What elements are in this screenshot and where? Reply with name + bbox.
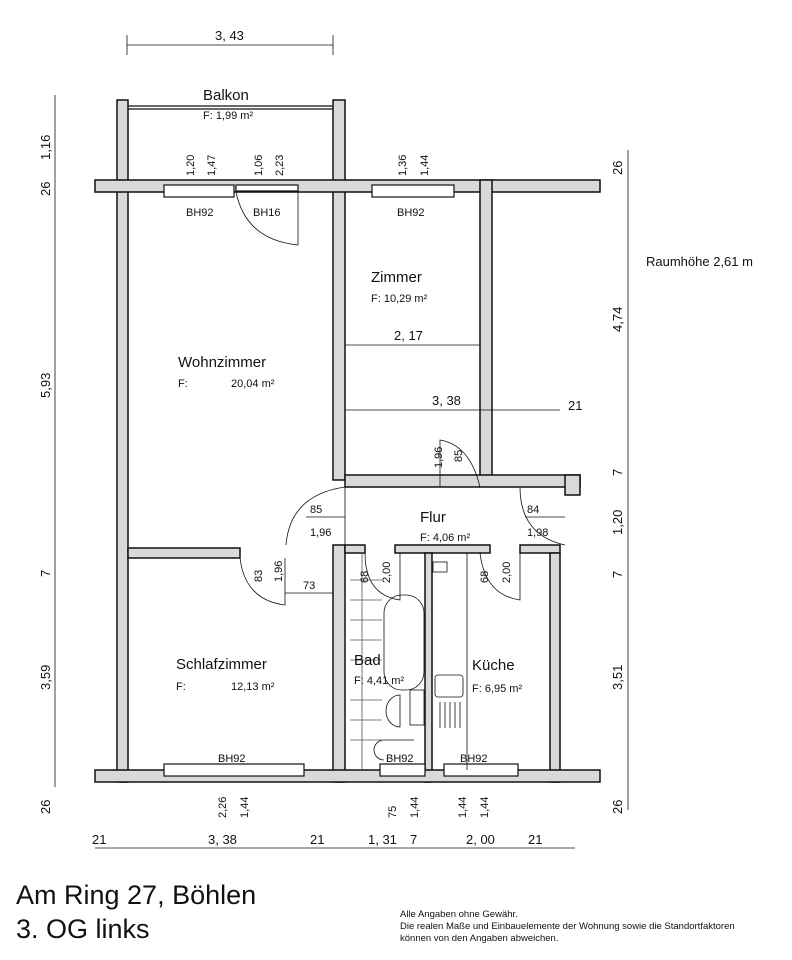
dims-doors: 85 1,96 84 1,98 83 1,96 73 1,96 85 68 2,…: [253, 447, 565, 594]
room-area-kueche: F: 6,95 m²: [472, 683, 522, 695]
dims-left: 1,16 26 5,93 7 3,59 26: [38, 135, 53, 814]
svg-text:3, 38: 3, 38: [432, 393, 461, 408]
room-name-kueche: Küche: [472, 657, 515, 674]
room-name-bad: Bad: [354, 652, 381, 669]
svg-text:21: 21: [528, 832, 542, 847]
room-area-label-schlafzimmer: F:: [176, 681, 186, 693]
svg-text:7: 7: [610, 469, 625, 476]
dim-top: 3, 43: [215, 28, 244, 43]
svg-text:3,59: 3,59: [38, 665, 53, 690]
svg-text:68: 68: [359, 571, 371, 583]
svg-text:21: 21: [310, 832, 324, 847]
room-area-balkon: F: 1,99 m²: [203, 110, 253, 122]
dims-zimmer: 2, 17 3, 38 21: [394, 328, 582, 413]
svg-text:1,06: 1,06: [253, 155, 265, 176]
room-area-flur: F: 4,06 m²: [420, 532, 470, 544]
svg-text:4,74: 4,74: [610, 307, 625, 332]
svg-text:1,96: 1,96: [273, 561, 285, 582]
window-label: BH16: [253, 207, 281, 219]
address: Am Ring 27, Böhlen 3. OG links: [16, 878, 256, 946]
svg-text:1,44: 1,44: [457, 797, 469, 818]
room-name-zimmer: Zimmer: [371, 269, 422, 286]
svg-text:1,44: 1,44: [419, 155, 431, 176]
room-area-schlafzimmer: 12,13 m²: [231, 681, 275, 693]
address-street: Am Ring 27, Böhlen: [16, 880, 257, 910]
disclaimer-line: Die realen Maße und Einbauelemente der W…: [400, 921, 735, 932]
window-label: BH92: [460, 753, 488, 765]
svg-text:7: 7: [610, 571, 625, 578]
svg-text:2,23: 2,23: [274, 155, 286, 176]
svg-text:2,00: 2,00: [381, 562, 393, 583]
door-swings: [235, 191, 566, 606]
room-name-schlafzimmer: Schlafzimmer: [176, 656, 267, 673]
svg-text:21: 21: [568, 398, 582, 413]
window-label: BH92: [386, 753, 414, 765]
svg-text:1,98: 1,98: [527, 527, 548, 539]
svg-text:26: 26: [38, 182, 53, 196]
dimension-lines: [54, 35, 629, 849]
svg-text:3,51: 3,51: [610, 665, 625, 690]
dims-openings: 1,20 1,47 1,06 2,23 1,36 1,44 2,26 1,44 …: [185, 155, 491, 818]
svg-text:1,96: 1,96: [310, 527, 331, 539]
svg-text:1,20: 1,20: [185, 155, 197, 176]
svg-text:3, 38: 3, 38: [208, 832, 237, 847]
svg-text:73: 73: [303, 580, 315, 592]
svg-text:26: 26: [610, 161, 625, 175]
svg-text:7: 7: [38, 570, 53, 577]
svg-text:75: 75: [387, 806, 399, 818]
room-name-flur: Flur: [420, 509, 446, 526]
svg-text:1,44: 1,44: [479, 797, 491, 818]
windows: [163, 184, 519, 777]
svg-text:85: 85: [453, 450, 465, 462]
svg-text:85: 85: [310, 504, 322, 516]
svg-text:1,44: 1,44: [409, 797, 421, 818]
svg-text:1,20: 1,20: [610, 510, 625, 535]
fixtures: [350, 553, 468, 770]
room-name-balkon: Balkon: [203, 87, 249, 104]
dims-bottom: 21 3, 38 21 1, 31 7 2, 00 21: [92, 832, 542, 847]
disclaimer-line: können von den Angaben abweichen.: [400, 933, 559, 944]
room-name-wohnzimmer: Wohnzimmer: [178, 354, 266, 371]
svg-text:83: 83: [253, 570, 265, 582]
disclaimer-line: Alle Angaben ohne Gewähr.: [400, 909, 518, 920]
svg-text:84: 84: [527, 504, 539, 516]
ceiling-height: Raumhöhe 2,61 m: [646, 254, 753, 269]
window-label: BH92: [218, 753, 246, 765]
svg-text:21: 21: [92, 832, 106, 847]
room-area-wohnzimmer: 20,04 m²: [231, 378, 275, 390]
address-floor: 3. OG links: [16, 914, 150, 944]
svg-text:2,00: 2,00: [501, 562, 513, 583]
svg-text:26: 26: [38, 800, 53, 814]
room-area-bad: F: 4,41 m²: [354, 675, 404, 687]
svg-text:1, 31: 1, 31: [368, 832, 397, 847]
svg-text:2, 00: 2, 00: [466, 832, 495, 847]
svg-text:5,93: 5,93: [38, 373, 53, 398]
svg-text:1,16: 1,16: [38, 135, 53, 160]
room-area-label-wohnzimmer: F:: [178, 378, 188, 390]
room-area-zimmer: F: 10,29 m²: [371, 293, 428, 305]
walls: [94, 99, 601, 783]
dims-right: 26 4,74 7 1,20 7 3,51 26: [610, 161, 625, 814]
svg-text:1,47: 1,47: [206, 155, 218, 176]
disclaimer: Alle Angaben ohne Gewähr. Die realen Maß…: [400, 909, 735, 945]
svg-text:2, 17: 2, 17: [394, 328, 423, 343]
svg-text:2,26: 2,26: [217, 797, 229, 818]
svg-text:1,36: 1,36: [397, 155, 409, 176]
svg-text:26: 26: [610, 800, 625, 814]
svg-text:1,44: 1,44: [239, 797, 251, 818]
window-label: BH92: [397, 207, 425, 219]
window-label: BH92: [186, 207, 214, 219]
svg-text:68: 68: [479, 571, 491, 583]
svg-text:7: 7: [410, 832, 417, 847]
svg-text:1,96: 1,96: [433, 447, 445, 468]
